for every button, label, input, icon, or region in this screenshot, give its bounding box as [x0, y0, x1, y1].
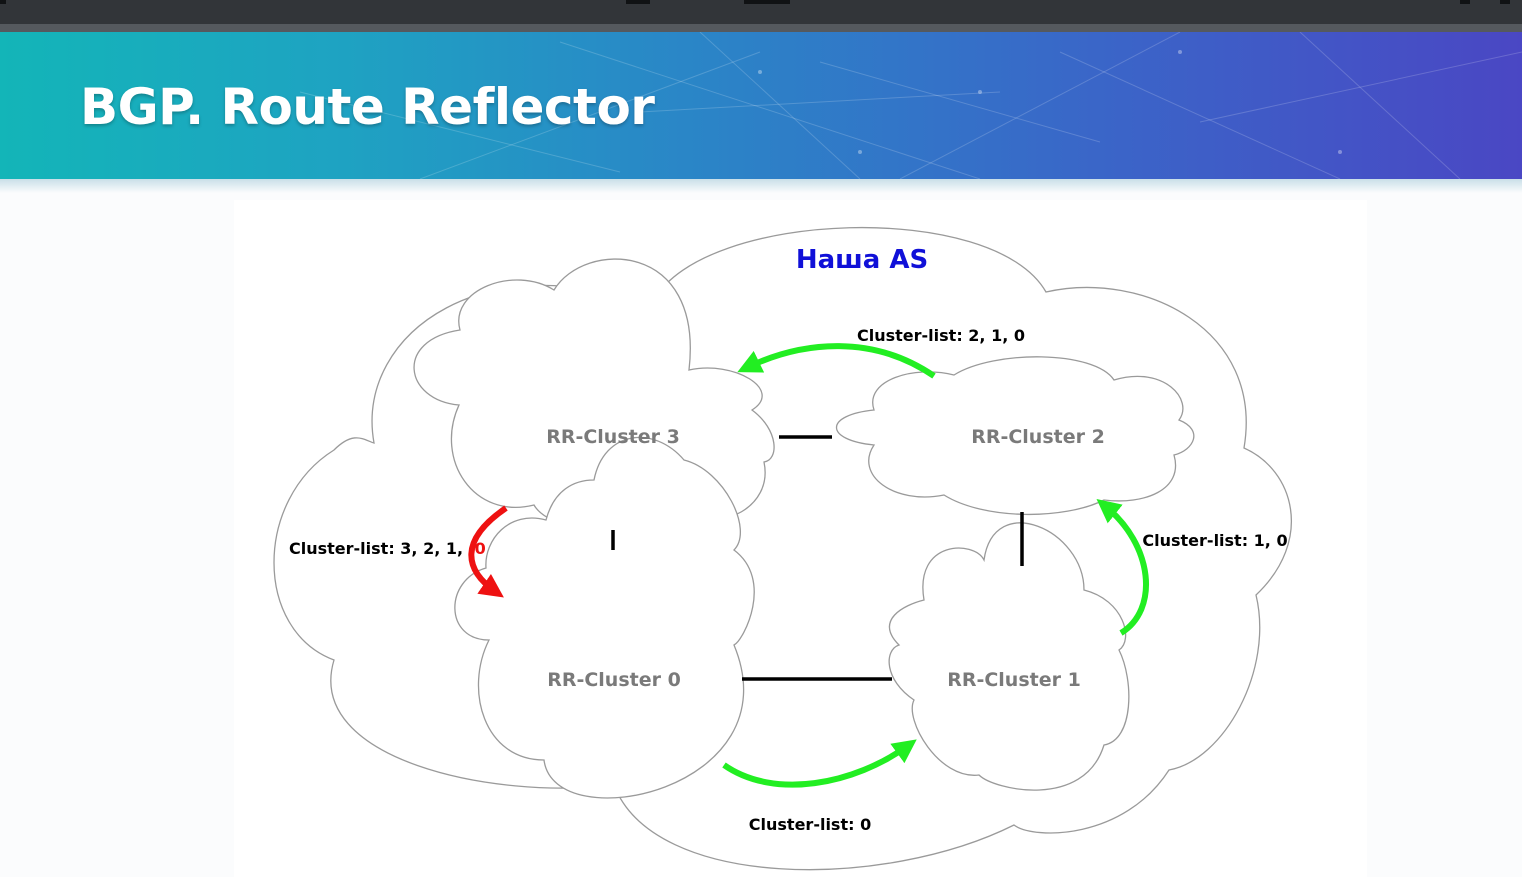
network-lines-decoration — [299, 32, 1522, 179]
update-label-1-to-2: Cluster-list: 1, 0 — [1142, 531, 1287, 550]
update-label-2-to-3: Cluster-list: 2, 1, 0 — [857, 326, 1025, 345]
top-bar-mark — [1460, 0, 1470, 4]
update-arrow-1-to-2 — [1096, 498, 1150, 636]
update-label-0-to-1: Cluster-list: 0 — [749, 815, 871, 834]
top-bar-mark — [0, 0, 6, 4]
cluster-cloud-1 — [888, 522, 1130, 791]
update-arrow-0-to-1 — [722, 739, 917, 788]
as-label: Наша AS — [796, 245, 928, 275]
top-bar-strip — [0, 24, 1522, 32]
update-label-3-to-0: Cluster-list: 3, 2, 1, 0 — [289, 539, 486, 558]
top-bar-mark — [626, 0, 650, 4]
banner-shadow — [0, 179, 1522, 193]
update-arrow-2-to-3 — [737, 343, 936, 379]
cluster-label-1: RR-Cluster 1 — [947, 669, 1081, 691]
cluster-label-3: RR-Cluster 3 — [546, 426, 680, 448]
route-reflector-diagram: Наша AS RR-Cluster 3 RR-Cluster 2 RR-Clu… — [273, 226, 1292, 871]
slide-title: BGP. Route Reflector — [80, 78, 655, 136]
top-bar-mark — [744, 0, 790, 4]
update-label-3-to-0-prefix: Cluster-list: 3, 2, 1, — [289, 539, 463, 558]
update-label-3-to-0-highlight: 0 — [475, 539, 486, 558]
slide-header-banner: BGP. Route Reflector — [0, 32, 1522, 179]
update-arrow-3-to-0 — [468, 505, 508, 598]
cluster-label-0: RR-Cluster 0 — [547, 669, 681, 691]
cluster-cloud-2 — [835, 356, 1195, 516]
cluster-cloud-0 — [454, 436, 755, 799]
window-top-bar — [0, 0, 1522, 32]
diagram-area: Наша AS RR-Cluster 3 RR-Cluster 2 RR-Clu… — [234, 200, 1367, 877]
top-bar-mark — [1500, 0, 1510, 4]
cluster-label-2: RR-Cluster 2 — [971, 426, 1105, 448]
